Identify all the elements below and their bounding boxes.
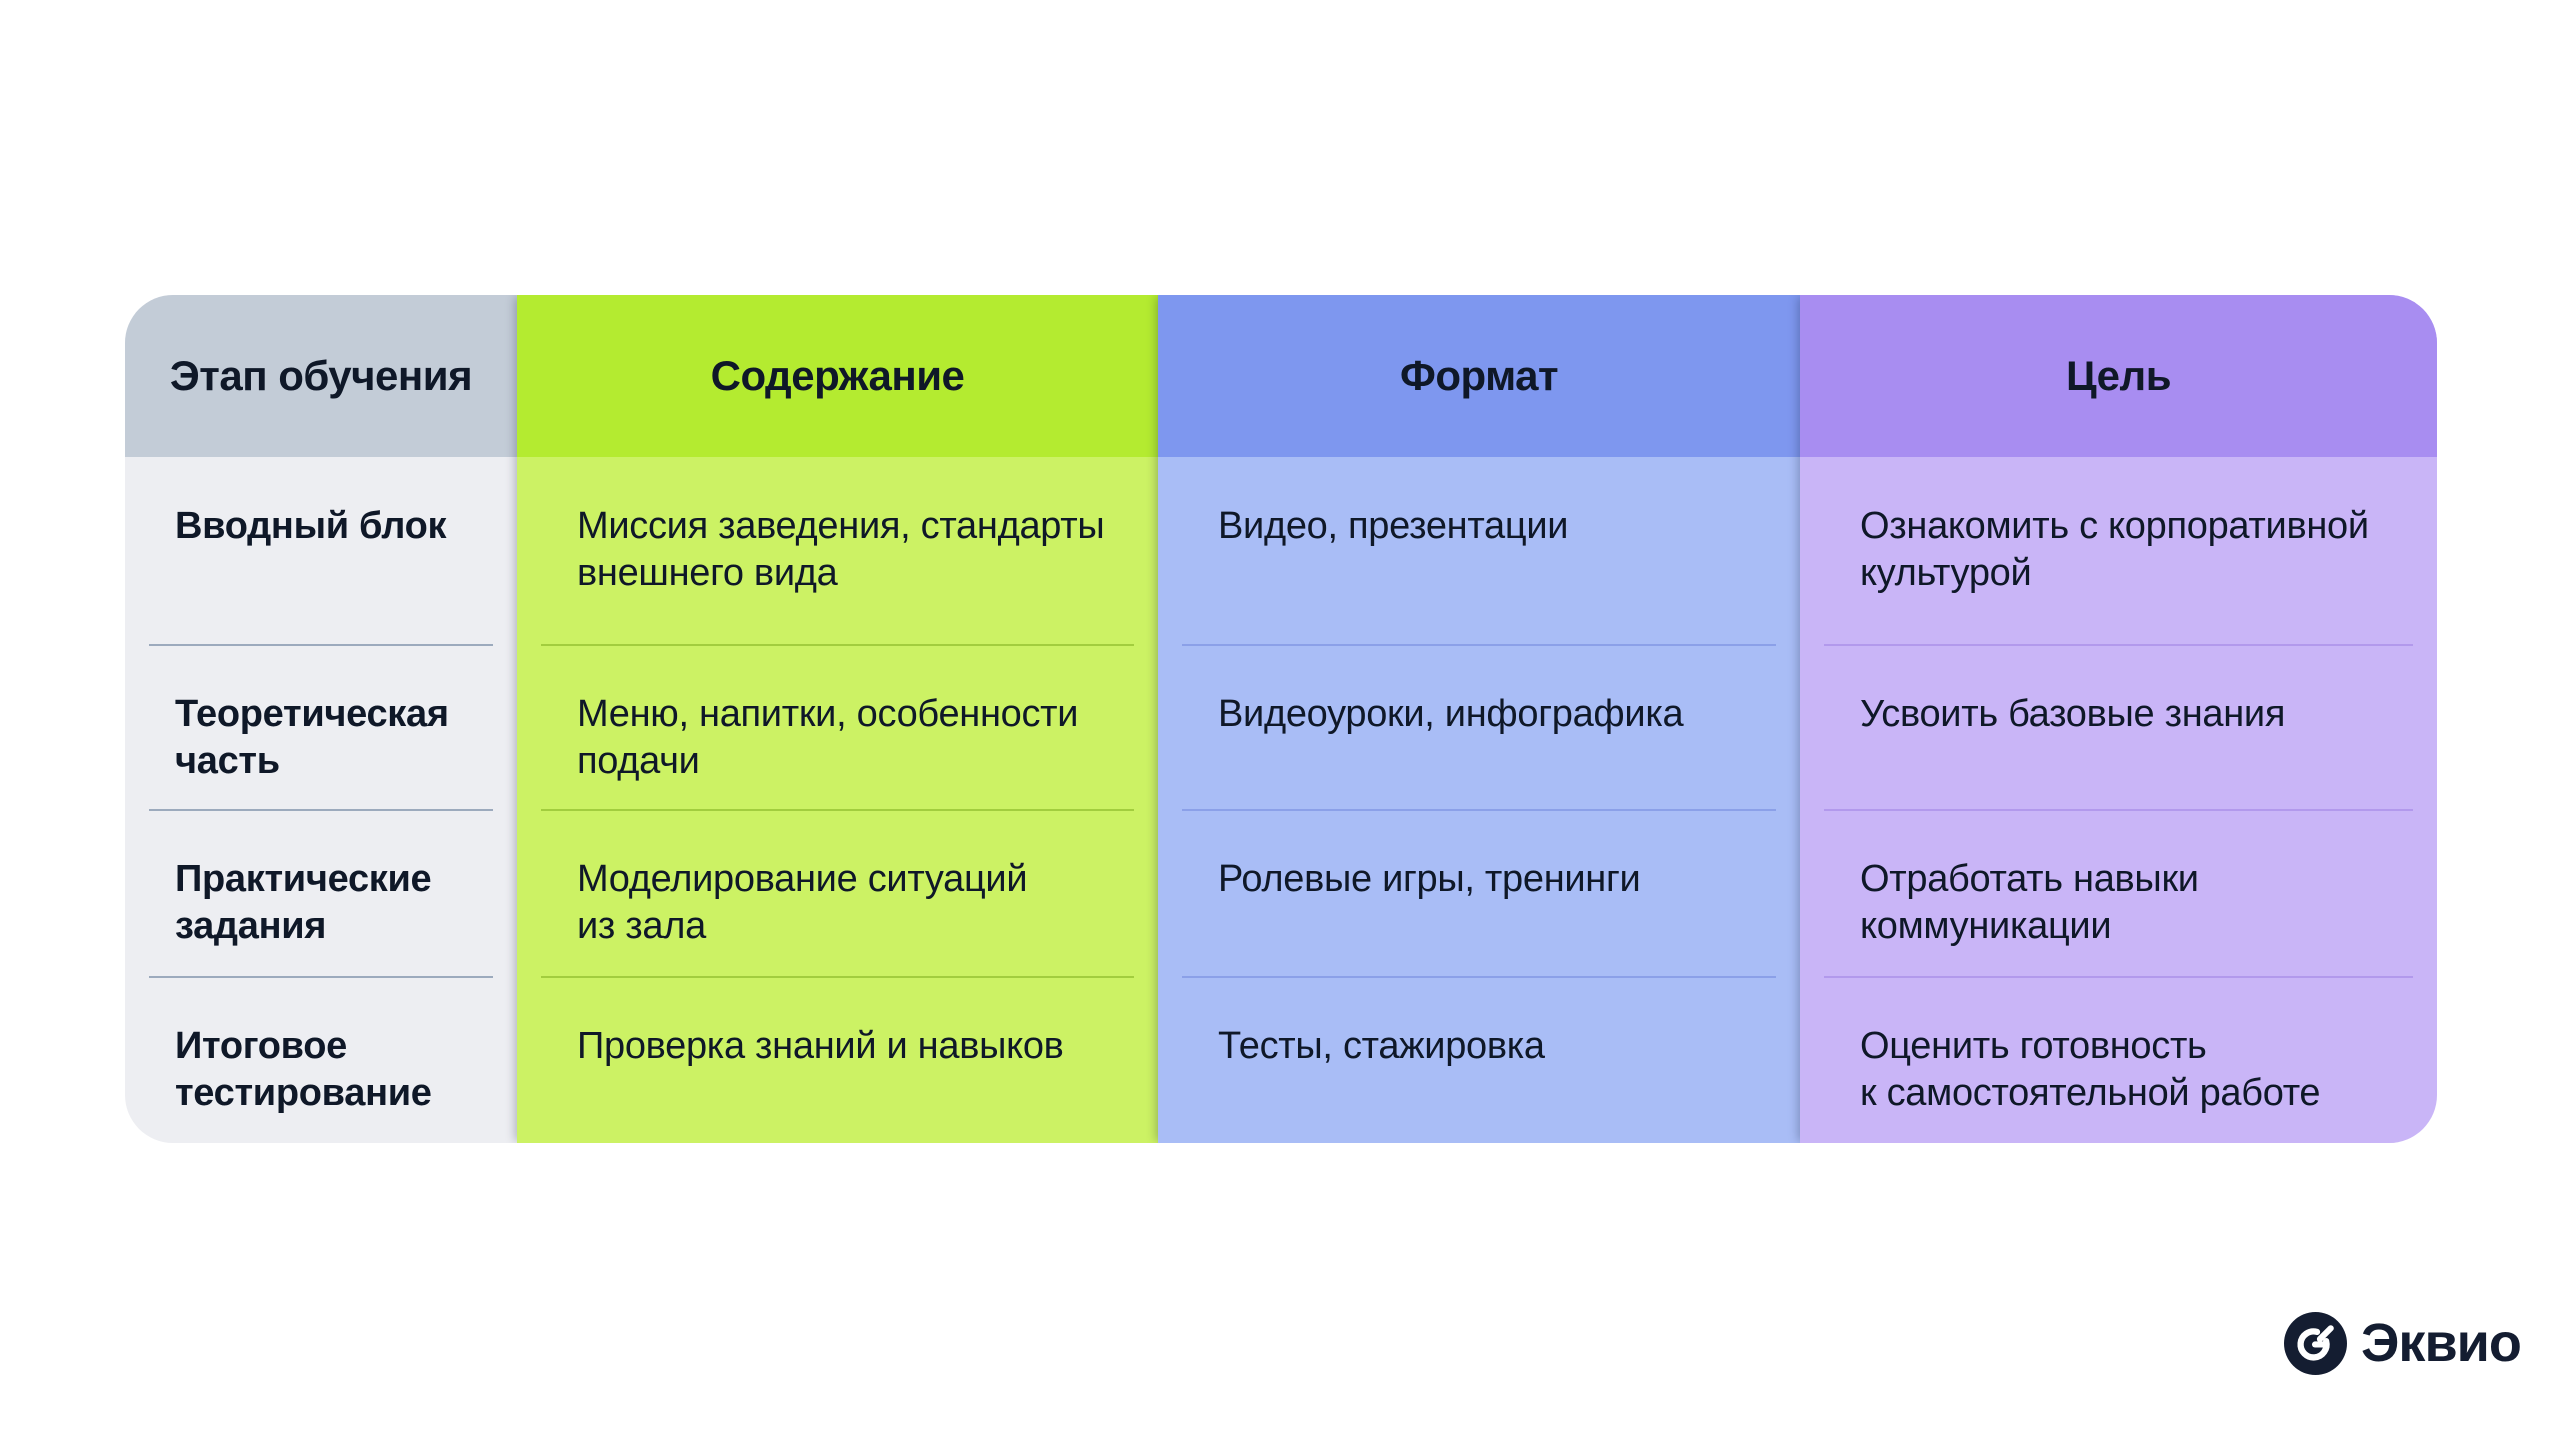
column-header-label: Цель bbox=[2065, 352, 2172, 399]
cell-text: Усвоить базовые знания bbox=[1860, 693, 2286, 735]
cell-text: Ролевые игры, тренинги bbox=[1218, 858, 1641, 900]
column-header-label: Формат bbox=[1399, 352, 1559, 399]
column-content: Содержание Миссия заведения, стандарты в… bbox=[517, 295, 1158, 1143]
column-header-goal: Цель bbox=[1800, 295, 2437, 457]
column-goal: Цель Ознакомить с корпоративной культуро… bbox=[1800, 295, 2437, 1143]
ekvio-circle-arrow-icon bbox=[2284, 1312, 2347, 1375]
cell-text: Миссия заведения, стандарты внешнего вид… bbox=[577, 505, 1105, 594]
column-header-content: Содержание bbox=[517, 295, 1158, 457]
column-header-stage: Этап обучения bbox=[125, 295, 517, 457]
cell-text: Оценить готовность к самостоятельной раб… bbox=[1860, 1025, 2321, 1114]
cell-text: Отработать навыки коммуникации bbox=[1860, 858, 2199, 947]
ekvio-logo: Эквио bbox=[2284, 1312, 2522, 1375]
cell-text: Моделирование ситуаций из зала bbox=[577, 858, 1028, 947]
cell-text: Ознакомить с корпоративной культурой bbox=[1860, 505, 2369, 594]
column-header-format: Формат bbox=[1158, 295, 1800, 457]
table-cell: Тесты, стажировка bbox=[1158, 976, 1800, 1143]
table-cell: Ознакомить с корпоративной культурой bbox=[1800, 457, 2437, 645]
cell-text: Тесты, стажировка bbox=[1218, 1025, 1545, 1067]
column-header-label: Этап обучения bbox=[169, 352, 473, 399]
table-cell: Вводный блок bbox=[125, 457, 517, 645]
cell-text: Вводный блок bbox=[175, 505, 447, 547]
table-cell: Практические задания bbox=[125, 809, 517, 977]
table-cell: Миссия заведения, стандарты внешнего вид… bbox=[517, 457, 1158, 645]
table-cell: Видео, презентации bbox=[1158, 457, 1800, 645]
table-cell: Усвоить базовые знания bbox=[1800, 644, 2437, 810]
column-header-label: Содержание bbox=[710, 352, 965, 399]
column-stage: Этап обучения Вводный блок Теоретическая… bbox=[125, 295, 517, 1143]
cell-text: Видеоуроки, инфографика bbox=[1218, 693, 1684, 735]
table-cell: Ролевые игры, тренинги bbox=[1158, 809, 1800, 977]
table-cell: Видеоуроки, инфографика bbox=[1158, 644, 1800, 810]
cell-text: Теоретическая часть bbox=[175, 693, 449, 782]
table-cell: Итоговое тестирование bbox=[125, 976, 517, 1143]
column-format: Формат Видео, презентации Видеоуроки, ин… bbox=[1158, 295, 1800, 1143]
table-cell: Моделирование ситуаций из зала bbox=[517, 809, 1158, 977]
table-cell: Теоретическая часть bbox=[125, 644, 517, 810]
table-cell: Оценить готовность к самостоятельной раб… bbox=[1800, 976, 2437, 1143]
table-cell: Проверка знаний и навыков bbox=[517, 976, 1158, 1143]
cell-text: Видео, презентации bbox=[1218, 505, 1569, 547]
ekvio-logo-text: Эквио bbox=[2361, 1313, 2522, 1373]
cell-text: Практические задания bbox=[175, 858, 432, 947]
table-cell: Отработать навыки коммуникации bbox=[1800, 809, 2437, 977]
cell-text: Меню, напитки, особенности подачи bbox=[577, 693, 1079, 782]
training-plan-table: Этап обучения Вводный блок Теоретическая… bbox=[125, 295, 2437, 1143]
table-cell: Меню, напитки, особенности подачи bbox=[517, 644, 1158, 810]
cell-text: Проверка знаний и навыков bbox=[577, 1025, 1064, 1067]
cell-text: Итоговое тестирование bbox=[175, 1025, 432, 1114]
